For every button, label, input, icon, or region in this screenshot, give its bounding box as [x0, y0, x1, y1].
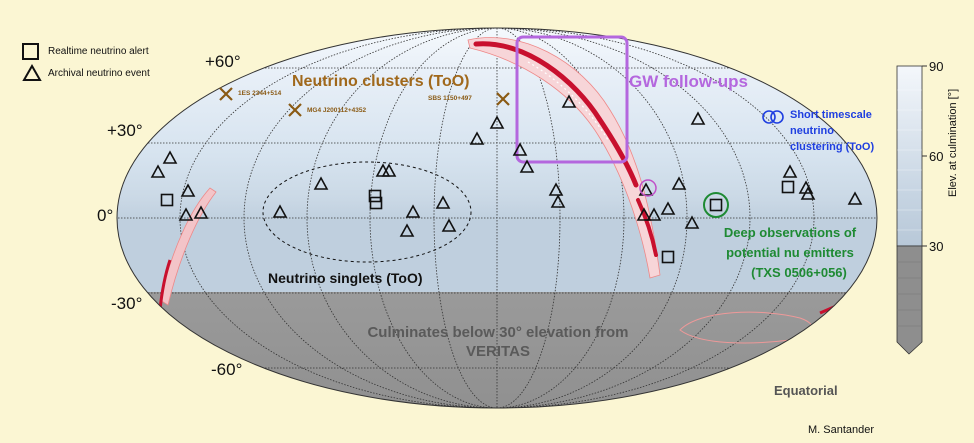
- short-timescale-line-2: neutrino: [790, 125, 834, 137]
- dec-label-plus60: +60°: [205, 52, 241, 71]
- realtime-alert-square: [709, 198, 723, 212]
- archival-event-triangle: [512, 142, 528, 156]
- archival-event-triangle: [381, 163, 397, 177]
- archival-event-triangle: [671, 176, 687, 190]
- culminates-label: Culminates below 30° elevation from VERI…: [328, 323, 668, 361]
- realtime-alert-square: [368, 189, 382, 203]
- archival-event-triangle: [800, 186, 816, 200]
- archival-event-triangle: [636, 207, 652, 221]
- colorbar-title: Elev. at culmination [°]: [947, 88, 959, 197]
- archival-event-triangle: [178, 207, 194, 221]
- archival-event-triangle: [847, 191, 863, 205]
- short-timescale-line-3: clustering (ToO): [790, 141, 875, 153]
- realtime-alerts: [160, 180, 795, 264]
- deep-obs-line-2: potential nu emitters: [726, 245, 854, 260]
- archival-event-triangle: [405, 204, 421, 218]
- legend-row-alert: Realtime neutrino alert: [22, 40, 150, 62]
- dec-label-plus30: +30°: [107, 121, 143, 140]
- culminates-line-2: VERITAS: [466, 343, 530, 360]
- legend-archival-label: Archival neutrino event: [48, 67, 150, 79]
- realtime-alert-square: [160, 193, 174, 207]
- deep-obs-line-1: Deep observations of: [723, 225, 857, 240]
- colorbar-tick-90: 90: [929, 59, 944, 74]
- archival-event-triangle: [469, 131, 485, 145]
- singlets-region: [262, 161, 472, 263]
- archival-event-triangle: [435, 195, 451, 209]
- archival-event-triangle: [548, 182, 564, 196]
- colorbar-tick-30: 30: [929, 239, 944, 254]
- culminates-line-1: Culminates below 30° elevation from: [367, 324, 629, 341]
- archival-event-triangle: [519, 159, 535, 173]
- realtime-alert-square: [661, 250, 675, 264]
- deep-obs-label: Deep observations of potential nu emitte…: [700, 223, 880, 283]
- archival-event-triangle: [162, 150, 178, 164]
- dec-label-minus30: -30°: [111, 294, 143, 313]
- square-icon: [22, 41, 48, 61]
- archival-event-triangle: [180, 183, 196, 197]
- archival-event-triangle: [150, 164, 166, 178]
- gw-candidate-circle: [639, 179, 657, 197]
- archival-event-triangle: [489, 115, 505, 129]
- archival-events: [150, 94, 863, 237]
- archival-event-triangle: [561, 94, 577, 108]
- dec-label-zero: 0°: [97, 206, 114, 225]
- archival-event-triangle: [684, 215, 700, 229]
- archival-event-triangle: [399, 223, 415, 237]
- short-timescale-marker: [762, 110, 784, 124]
- colorbar-tick-60: 60: [929, 149, 944, 164]
- source-marker-1es2344: [219, 87, 233, 101]
- source-label-sbs1150: SBS 1150+497: [428, 95, 472, 102]
- archival-event-triangle: [441, 218, 457, 232]
- realtime-alert-square: [781, 180, 795, 194]
- source-label-mg4: MG4 J200112+4352: [307, 107, 367, 114]
- txs-circle: [703, 192, 729, 218]
- gw-contour: [467, 37, 661, 279]
- archival-event-triangle: [550, 194, 566, 208]
- legend-alert-label: Realtime neutrino alert: [48, 45, 149, 57]
- short-timescale-label: Short timescale neutrino clustering (ToO…: [790, 107, 874, 155]
- realtime-alert-square: [369, 196, 383, 210]
- source-marker-sbs1150: [496, 92, 510, 106]
- archival-event-triangle: [690, 111, 706, 125]
- legend: Realtime neutrino alert Archival neutrin…: [22, 40, 150, 84]
- source-markers: [219, 87, 510, 117]
- colorbar: [896, 65, 927, 355]
- dec-label-minus60: -60°: [211, 360, 243, 379]
- triangle-icon: [22, 63, 48, 83]
- archival-event-triangle: [646, 207, 662, 221]
- short-timescale-line-1: Short timescale: [790, 109, 872, 121]
- projection-label: Equatorial: [774, 383, 838, 398]
- gw-followups-label: GW follow-ups: [629, 72, 748, 91]
- gw-followup-box: [515, 35, 629, 164]
- deep-obs-line-3: (TXS 0506+056): [751, 265, 847, 280]
- archival-event-triangle: [782, 164, 798, 178]
- legend-row-archival: Archival neutrino event: [22, 62, 150, 84]
- archival-event-triangle: [272, 204, 288, 218]
- clusters-label: Neutrino clusters (ToO): [292, 73, 470, 90]
- archival-event-triangle: [313, 176, 329, 190]
- source-marker-mg4: [288, 103, 302, 117]
- credit-label: M. Santander: [808, 424, 875, 436]
- archival-event-triangle: [193, 205, 209, 219]
- source-label-1es2344: 1ES 2344+514: [238, 90, 282, 97]
- singlets-label: Neutrino singlets (ToO): [268, 270, 423, 286]
- archival-event-triangle: [660, 201, 676, 215]
